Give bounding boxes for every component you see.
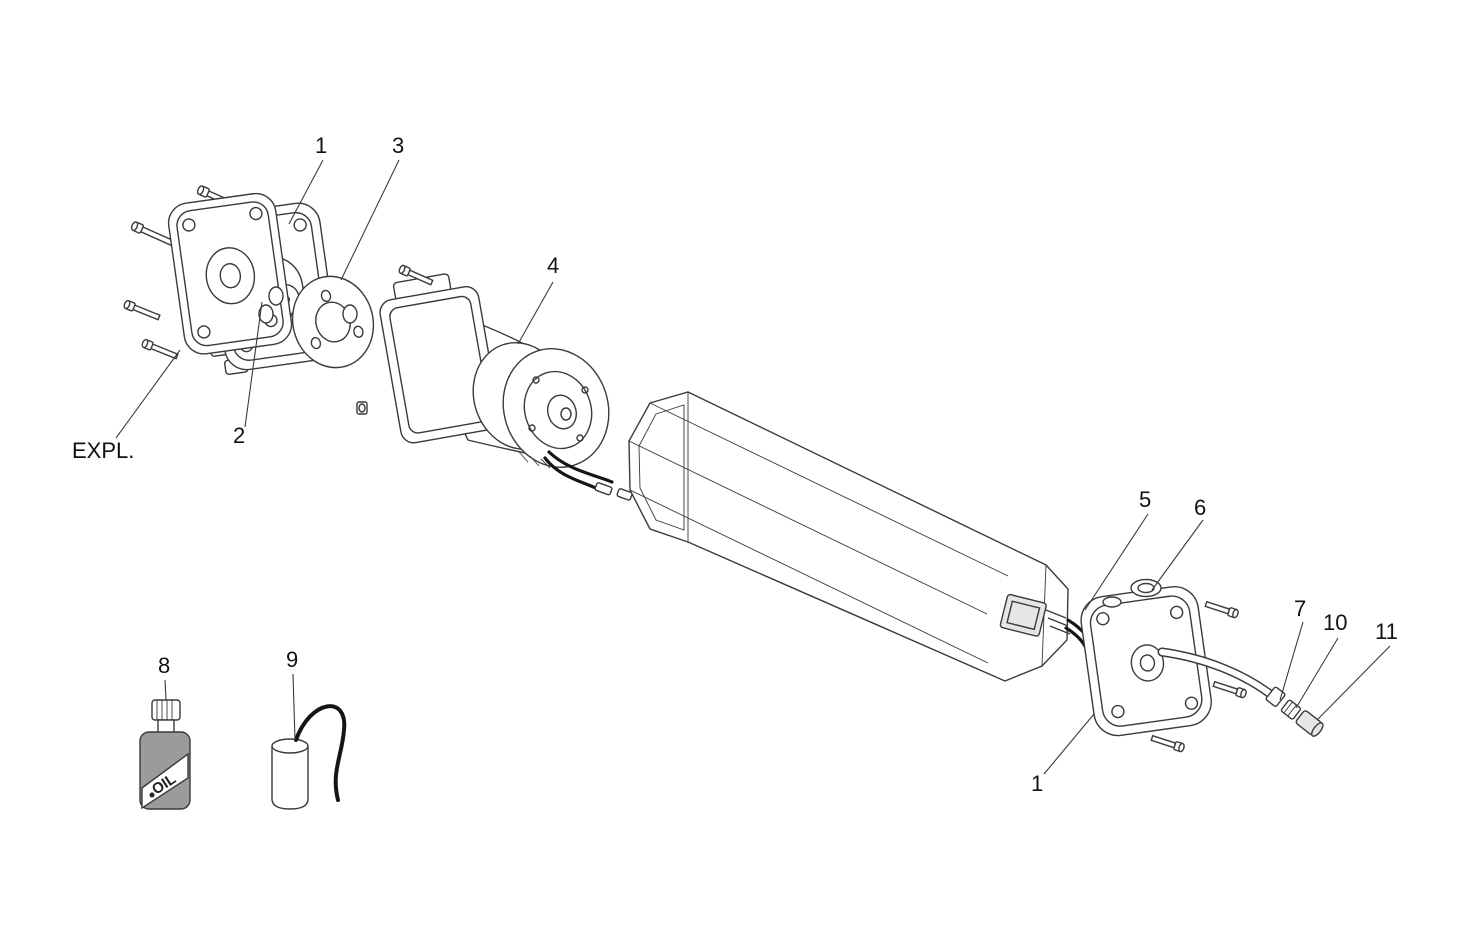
bolt xyxy=(123,299,161,321)
callout-part-9: 9 xyxy=(286,647,299,672)
bottle-cap xyxy=(151,699,181,734)
callout-part-2: 2 xyxy=(233,423,246,448)
oil-bottle: OIL xyxy=(139,699,191,810)
callout-part-7: 7 xyxy=(1294,596,1307,621)
nut xyxy=(356,401,368,415)
hose xyxy=(1157,647,1279,702)
electric-motor xyxy=(379,273,610,469)
callout-part-5: 5 xyxy=(1139,487,1152,512)
cover-connector xyxy=(999,593,1092,650)
bottle-label-band: OIL xyxy=(141,752,189,810)
callout-part-6: 6 xyxy=(1194,495,1207,520)
callout-part-1-right: 1 xyxy=(1031,771,1044,796)
bolt xyxy=(141,338,179,360)
callout-part-1-left: 1 xyxy=(315,133,328,158)
pump-head-right xyxy=(1080,578,1212,737)
motor-wires xyxy=(543,450,633,501)
callout-part-10: 10 xyxy=(1323,610,1348,635)
hose-nut xyxy=(1265,686,1286,707)
capacitor xyxy=(271,704,347,810)
callout-expl: EXPL. xyxy=(72,438,135,463)
enclosure-cover xyxy=(628,391,1069,682)
gear-pair xyxy=(258,286,284,324)
hose-fitting xyxy=(1280,699,1302,720)
inlet-port xyxy=(1130,578,1162,598)
bolt xyxy=(130,221,176,247)
callout-part-11: 11 xyxy=(1375,619,1398,644)
hose-end-fitting xyxy=(1295,710,1324,737)
capacitor-wire xyxy=(294,704,347,802)
coupling-hub xyxy=(342,304,358,324)
callout-part-3: 3 xyxy=(392,133,405,158)
bolt xyxy=(398,264,434,286)
screw xyxy=(1204,600,1239,619)
screw xyxy=(1150,734,1185,753)
pump-cover-plate-left xyxy=(167,192,293,355)
callout-part-8: 8 xyxy=(158,653,171,678)
screw xyxy=(1212,680,1247,699)
callout-part-4: 4 xyxy=(547,253,560,278)
leader-lines xyxy=(115,159,1391,775)
